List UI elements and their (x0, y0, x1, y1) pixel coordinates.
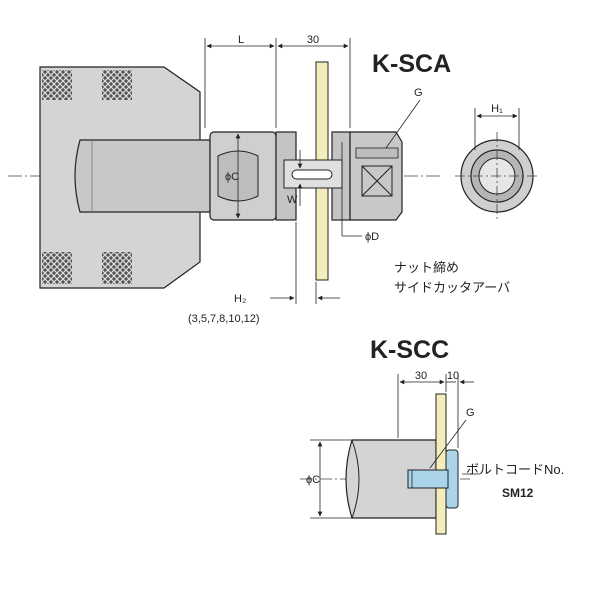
sca-note-line1: ナット締め (394, 260, 459, 275)
scc-shaft (345, 439, 437, 519)
sca-label-h1: H₁ (491, 103, 503, 115)
knurl-bottom-right (102, 252, 132, 284)
scc-bolt-code: SM12 (502, 486, 534, 500)
scc-dim-10: 10 (447, 370, 459, 382)
scc-arbor (435, 393, 447, 535)
sca-h2-values: (3,5,7,8,10,12) (188, 313, 260, 325)
knurl-bottom-left (42, 252, 72, 284)
knurl-top-left (42, 70, 72, 100)
sca-dim-l: L (238, 34, 244, 46)
scc-drawing: K-SCC 30 10 G ϕC (300, 336, 564, 535)
scc-bolt-shank (407, 469, 449, 489)
scc-bolt-label: ボルトコードNo. (466, 462, 564, 477)
slot-hole (291, 169, 333, 180)
sca-label-phid: ϕD (365, 231, 379, 243)
scc-dim-30: 30 (415, 370, 427, 382)
sca-note-line2: サイドカッタアーバ (394, 280, 510, 295)
sca-label-g: G (414, 87, 423, 99)
sca-label-phic: ϕC (225, 171, 239, 183)
sca-drawing: L 30 K-SCA G H₁ ϕC W ϕD H₂ (3,5,7,8,10,1… (8, 34, 540, 325)
sca-label-w: W (287, 194, 298, 206)
end-nut (349, 131, 403, 221)
sca-label-h2: H₂ (234, 293, 246, 305)
scc-title: K-SCC (370, 336, 449, 364)
knurl-top-right (102, 70, 132, 100)
scc-label-g: G (466, 407, 475, 419)
sca-title: K-SCA (372, 50, 451, 78)
sca-dim-30: 30 (307, 34, 319, 46)
shank (74, 139, 211, 213)
scc-label-phic: ϕC (306, 474, 320, 486)
